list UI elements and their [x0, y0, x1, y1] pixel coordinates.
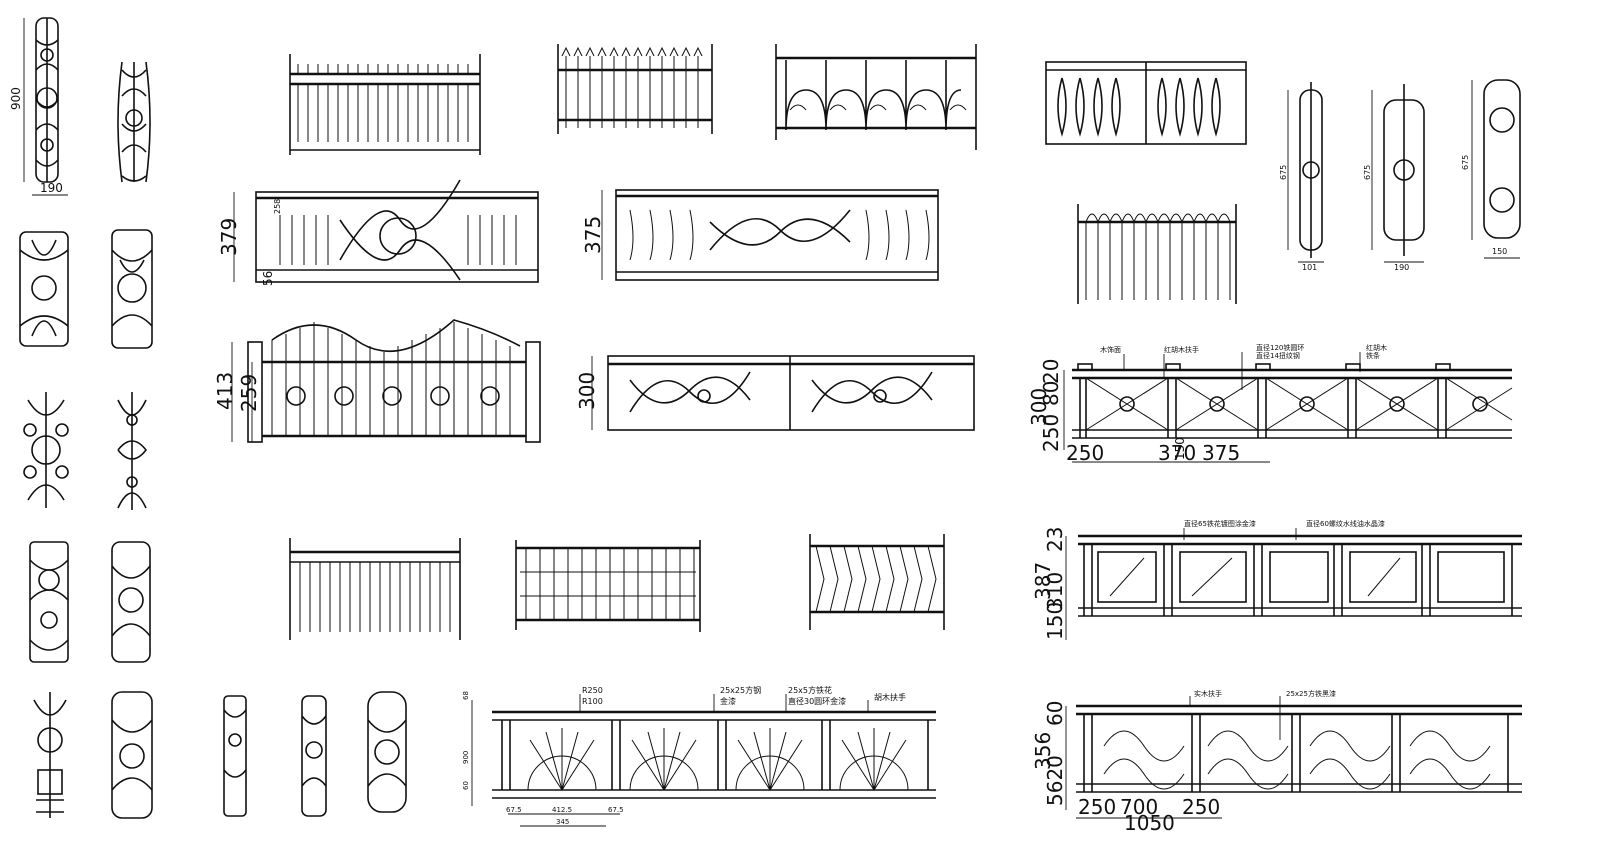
r2-v1-label: 387 [1031, 562, 1055, 600]
baluster-r3: 675 150 [1461, 79, 1521, 259]
r3-note-1: 实木扶手 [1194, 689, 1222, 698]
panel-5-scroll: 300 [575, 355, 975, 431]
railing-sunburst: R250 R100 25x25方钢 金漆 25x5方铁花 直径30圆环金漆 胡木… [462, 685, 936, 827]
p2-tag-a: 56 [261, 271, 275, 286]
sun-note-4: 金漆 [720, 696, 736, 706]
panel-top-2 [557, 44, 713, 134]
r2-v4-label: 150 [1043, 602, 1067, 640]
r3-v2-label: 5620 [1043, 755, 1067, 806]
b1-height-label: 900 [9, 87, 23, 110]
r1-h2-label: 370 [1158, 441, 1196, 465]
r1-small-label: 150 [1173, 437, 1187, 460]
b8-width-label: 150 [1492, 247, 1507, 256]
baluster-6 [117, 392, 148, 510]
sun-note-7: 胡木扶手 [874, 692, 906, 702]
r1-note-6: 铁条 [1366, 351, 1380, 360]
panel-4-3 [809, 534, 945, 630]
r2-note-1: 直径65铁花镀图涂金漆 [1184, 519, 1256, 528]
sun-a-label: 68 [462, 691, 470, 700]
baluster-r1: 675 101 [1279, 82, 1324, 272]
sun-d-label: 345 [556, 818, 569, 826]
sun-note-2: R100 [582, 697, 603, 706]
r1-v2-label: 20 [1039, 359, 1063, 384]
p2-tag-b: 258 [273, 199, 282, 214]
baluster-dim-group: 675 101 675 190 675 150 [1279, 79, 1521, 272]
baluster-1: 900 190 [9, 17, 68, 196]
r1-note-2: 红胡木扶手 [1164, 345, 1199, 354]
p4-height-a-label: 413 [213, 372, 237, 410]
baluster-5 [23, 392, 69, 508]
sun-note-6: 直径30圆环金漆 [788, 696, 846, 706]
r1-v3-label: 80 [1039, 381, 1063, 406]
sun-height-label: 900 [462, 751, 470, 764]
p5-height-label: 300 [575, 372, 599, 410]
baluster-10 [111, 691, 153, 819]
baluster-12 [301, 695, 327, 817]
r3-h2-label: 700 [1120, 795, 1158, 819]
r3-v1-label: 356 [1031, 732, 1055, 770]
r3-v3-label: 60 [1043, 701, 1067, 726]
panel-3-scroll: 375 [581, 189, 939, 281]
panel-top-3 [775, 44, 977, 150]
b7-height-label: 675 [1363, 165, 1372, 180]
panel-top-1 [289, 54, 481, 155]
sun-e-label: 67.5 [506, 806, 522, 814]
baluster-4 [111, 229, 153, 349]
panel-4-1 [289, 538, 461, 640]
sun-b-label: 60 [462, 781, 470, 790]
baluster-13 [367, 691, 407, 813]
r2-note-2: 直径60螺纹水线油水晶漆 [1306, 519, 1385, 528]
baluster-11 [223, 695, 247, 817]
panel-2-right [1077, 204, 1237, 304]
p3-height-label: 375 [581, 216, 605, 254]
sun-note-3: 25x25方钢 [720, 685, 761, 695]
sun-note-5: 25x5方铁花 [788, 685, 832, 695]
r1-v-label: 300 [1027, 388, 1051, 426]
railing-wave: 实木扶手 25x25方铁黑漆 356 5620 60 250 700 250 1… [1031, 689, 1522, 835]
r2-v2-label: 310 [1043, 572, 1067, 610]
baluster-9 [33, 692, 67, 818]
b8-height-label: 675 [1461, 155, 1470, 170]
r1-h1-label: 250 [1066, 441, 1104, 465]
r1-note-4: 直径14扭纹钢 [1256, 351, 1300, 360]
panel-4-2 [515, 540, 701, 632]
panel-top-4 [1045, 61, 1247, 145]
railing-x-pattern: 木饰面 红胡木扶手 直径120铁圆环 直径14扭纹钢 红胡木 铁条 300 20… [1027, 343, 1513, 465]
r1-v4-label: 250 [1039, 414, 1063, 452]
r3-h4-label: 1050 [1124, 811, 1175, 835]
baluster-8 [111, 541, 151, 663]
r1-note-3: 直径120铁圆环 [1256, 343, 1304, 352]
railing-glass: 直径65铁花镀图涂金漆 直径60螺纹水线油水晶漆 387 310 23 150 [1031, 519, 1522, 640]
r1-note-5: 红胡木 [1366, 343, 1387, 352]
b7-width-label: 190 [1394, 263, 1409, 272]
panel-4-gate: 413 259 [213, 319, 541, 443]
sun-note-1: R250 [582, 686, 603, 695]
baluster-row-bottom [223, 691, 407, 817]
baluster-column-left: 900 190 [9, 17, 153, 819]
baluster-7 [29, 541, 69, 663]
r2-v3-label: 23 [1043, 527, 1067, 552]
r3-h1-label: 250 [1078, 795, 1116, 819]
b1-width-label: 190 [40, 181, 63, 195]
r1-note-1: 木饰面 [1100, 345, 1121, 354]
r1-h3-label: 375 [1202, 441, 1240, 465]
sun-f-label: 67.5 [608, 806, 624, 814]
p2-height-label: 379 [217, 218, 241, 256]
b6-height-label: 675 [1279, 165, 1288, 180]
baluster-r2: 675 190 [1363, 84, 1425, 272]
r3-note-2: 25x25方铁黑漆 [1286, 689, 1336, 698]
baluster-2 [117, 61, 151, 183]
panel-2-scroll: 379 56 258 [217, 179, 539, 286]
baluster-3 [19, 231, 69, 347]
b6-width-label: 101 [1302, 263, 1317, 272]
p4-height-b-label: 259 [237, 374, 261, 412]
r3-h3-label: 250 [1182, 795, 1220, 819]
sun-c-label: 412.5 [552, 806, 572, 814]
